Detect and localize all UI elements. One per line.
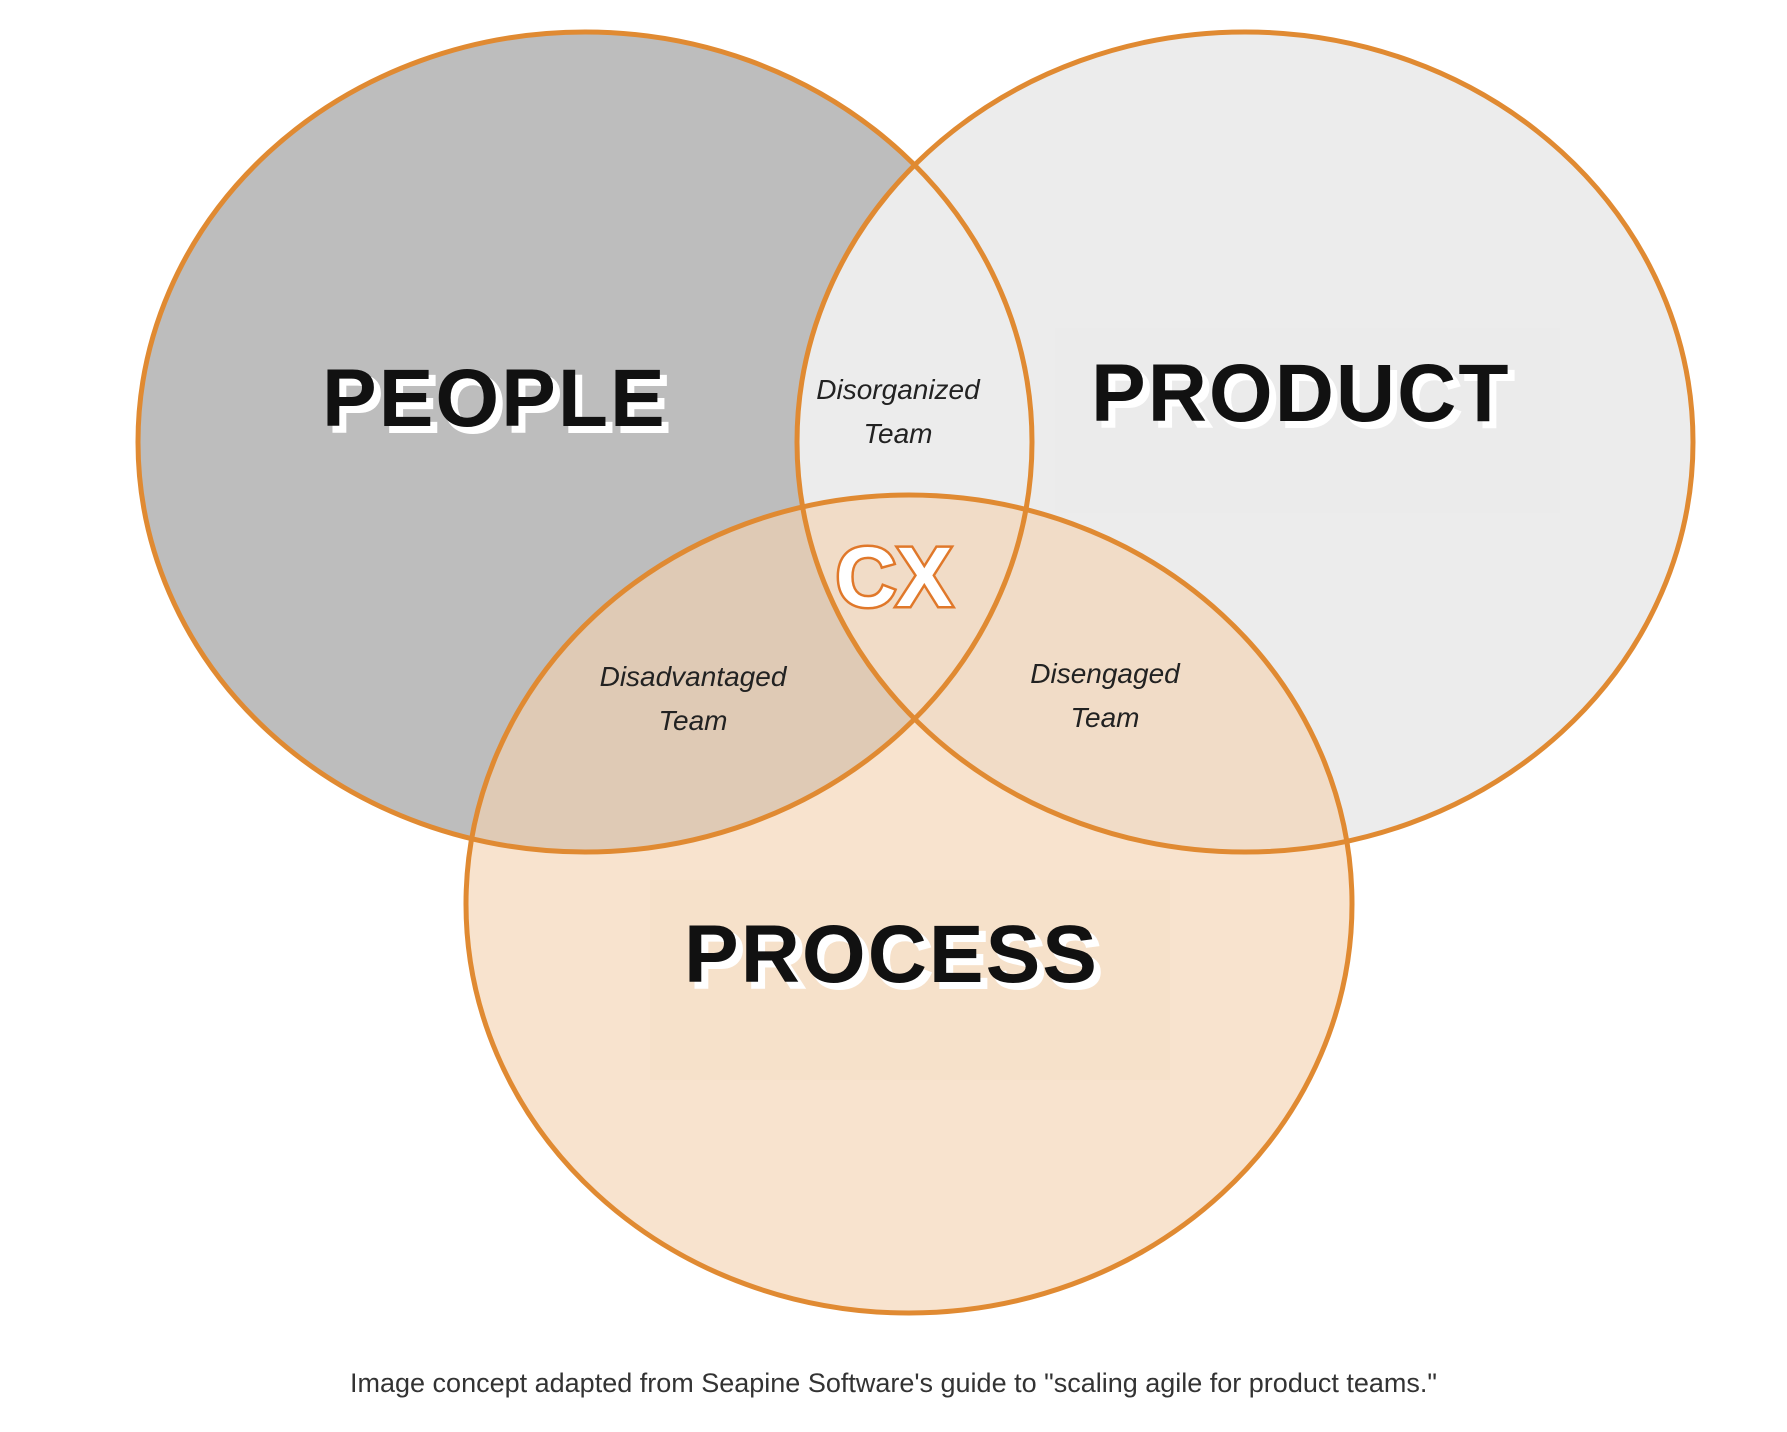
people-outline	[135, 29, 1035, 855]
process-label-backdrop	[650, 880, 1170, 1080]
disadvantaged-team-line1: Disadvantaged	[600, 661, 788, 692]
disadvantaged-team-line2: Team	[658, 705, 727, 736]
people-label-shadow: PEOPLE	[328, 359, 673, 450]
cx-center-label: CX	[836, 530, 953, 624]
process-circle	[466, 495, 1352, 1313]
process-outline	[463, 492, 1355, 1316]
product-label-shadow: PRODUCT	[1097, 354, 1516, 445]
disorganized-team-line2: Team	[863, 418, 932, 449]
product-outline	[794, 29, 1696, 855]
process-label: PROCESS	[684, 909, 1099, 1000]
image-caption: Image concept adapted from Seapine Softw…	[350, 1368, 1437, 1398]
disorganized-team-line1: Disorganized	[816, 374, 981, 405]
disengaged-team-line2: Team	[1070, 702, 1139, 733]
people-label: PEOPLE	[322, 353, 667, 444]
disengaged-team-line1: Disengaged	[1030, 658, 1181, 689]
process-label-shadow: PROCESS	[690, 915, 1105, 1006]
product-label-backdrop	[1055, 328, 1560, 513]
product-label: PRODUCT	[1091, 348, 1510, 439]
